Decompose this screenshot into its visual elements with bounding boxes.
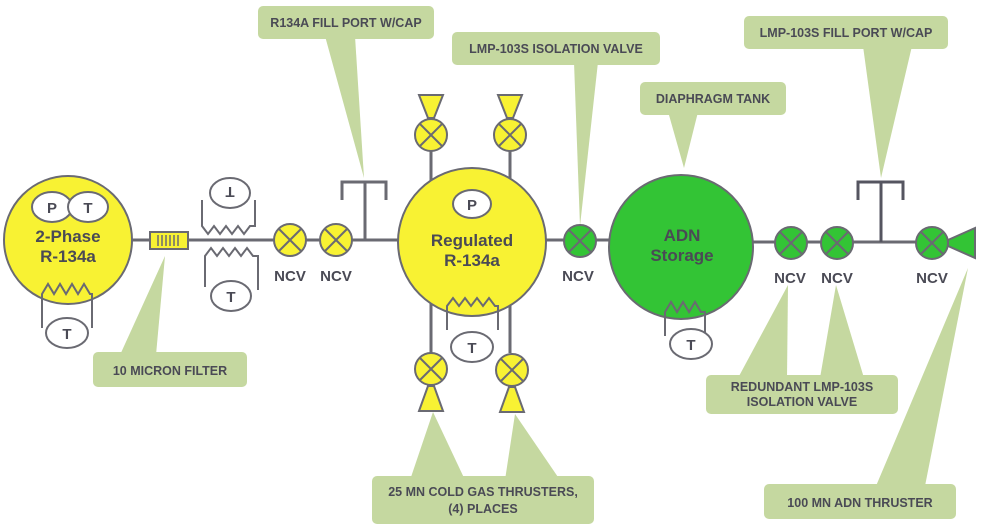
ncv-valve[interactable]: NCV (319, 223, 353, 285)
regulated-tank[interactable]: P Regulated R-134a T (397, 167, 547, 363)
cold-gas-thruster-bottom-right[interactable] (495, 353, 529, 413)
callout-r134a-fill-port: R134A FILL PORT W/CAP (258, 6, 434, 178)
callout-text: DIAPHRAGM TANK (656, 92, 770, 106)
ncv-valve[interactable]: NCV (273, 223, 307, 285)
tank-label: R-134a (40, 247, 96, 266)
callout-cold-gas-thrusters: 25 MN COLD GAS THRUSTERS, (4) PLACES (372, 412, 594, 524)
cold-gas-thruster-top-left[interactable] (414, 94, 448, 152)
callout-text: LMP-103S FILL PORT W/CAP (760, 26, 933, 40)
callout-diaphragm-tank: DIAPHRAGM TANK (640, 82, 786, 168)
callout-text: LMP-103S ISOLATION VALVE (469, 42, 643, 56)
cold-gas-thruster-top-right[interactable] (493, 94, 527, 152)
callout-text: REDUNDANT LMP-103S (731, 380, 873, 394)
heater-icon (446, 296, 499, 330)
callout-redundant-isolation-valve: REDUNDANT LMP-103S ISOLATION VALVE (706, 285, 898, 414)
adn-storage-tank[interactable]: ADN Storage T (608, 174, 754, 360)
valve-label: NCV (320, 268, 352, 285)
tank-label: ADN (664, 226, 701, 245)
callout-lmp-fill-port: LMP-103S FILL PORT W/CAP (744, 16, 948, 178)
callout-text: 25 MN COLD GAS THRUSTERS, (388, 485, 578, 499)
callout-text: 100 MN ADN THRUSTER (787, 496, 932, 510)
fill-port-icon[interactable] (340, 180, 388, 240)
fill-port-icon[interactable] (856, 180, 905, 242)
svg-text:T: T (467, 340, 476, 357)
temperature-sensor: T (669, 328, 713, 360)
svg-text:P: P (467, 197, 477, 214)
svg-text:P: P (47, 200, 57, 217)
callout-micron-filter: 10 MICRON FILTER (93, 256, 247, 387)
two-phase-tank[interactable]: P T 2-Phase R-134a T (3, 175, 133, 349)
cold-gas-thruster-bottom-left[interactable] (414, 352, 448, 412)
line-heater-lower: T (204, 246, 259, 312)
ncv-valve[interactable]: NCV (820, 226, 854, 287)
callout-text: R134A FILL PORT W/CAP (270, 16, 421, 30)
callout-text: 10 MICRON FILTER (113, 364, 227, 378)
ncv-valve[interactable]: NCV (562, 224, 597, 285)
callout-lmp-isolation-valve: LMP-103S ISOLATION VALVE (452, 32, 660, 226)
temperature-sensor: T (226, 289, 235, 306)
ncv-valve[interactable]: NCV (774, 226, 808, 287)
svg-text:T: T (83, 200, 92, 217)
pressure-gauge: P (31, 191, 73, 223)
temperature-sensor: T (450, 331, 494, 363)
pressure-gauge: P (452, 189, 492, 219)
micron-filter-icon[interactable] (149, 231, 189, 250)
callout-adn-thruster: 100 MN ADN THRUSTER (764, 268, 968, 519)
tank-label: Storage (650, 246, 713, 265)
heater-icon (41, 282, 93, 328)
callout-text: ISOLATION VALVE (747, 395, 857, 409)
tank-label: 2-Phase (35, 227, 100, 246)
tank-label: R-134a (444, 251, 500, 270)
valve-label: NCV (916, 270, 948, 287)
valve-label: NCV (821, 270, 853, 287)
temperature-gauge: T (67, 191, 109, 223)
line-heater-upper: T (201, 177, 256, 236)
adn-thruster[interactable]: NCV (915, 226, 976, 287)
svg-text:T: T (686, 337, 695, 354)
valve-label: NCV (274, 268, 306, 285)
valve-label: NCV (562, 268, 594, 285)
heater-icon (664, 300, 706, 336)
svg-text:T: T (62, 326, 71, 343)
temperature-sensor: T (225, 183, 234, 200)
valve-label: NCV (774, 270, 806, 287)
tank-label: Regulated (431, 231, 513, 250)
callout-text: (4) PLACES (448, 502, 517, 516)
temperature-sensor: T (45, 317, 89, 349)
